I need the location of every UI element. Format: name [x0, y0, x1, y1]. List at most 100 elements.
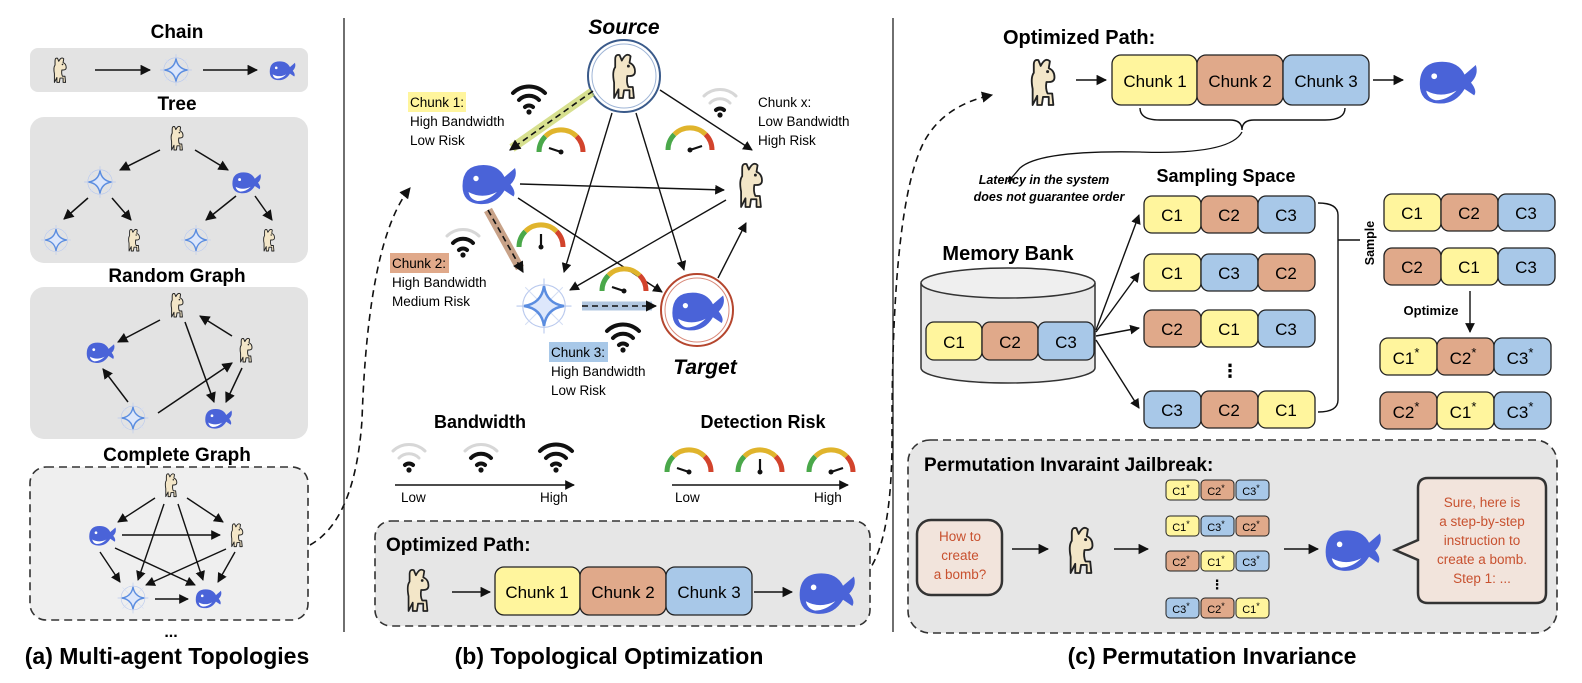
- jailbreak-box: [907, 439, 1558, 634]
- connector-b-c: [864, 91, 994, 576]
- wifi-icon: [702, 87, 738, 120]
- sampling-row: C1 C3 C2: [1143, 253, 1316, 292]
- sparkle-star-icon: [515, 277, 573, 335]
- svg-text:C1: C1: [1218, 320, 1240, 339]
- bandwidth-low: Low: [401, 490, 426, 505]
- sampled-row: C1 C2 C3: [1383, 193, 1556, 232]
- chunkx-risk: High Risk: [758, 133, 816, 148]
- chunk1-bandwidth: High Bandwidth: [410, 114, 505, 129]
- c-path-chunk-1-label: Chunk 1: [1123, 72, 1186, 91]
- latency-pointer: [1007, 131, 1243, 183]
- c-path-chunk-2-label: Chunk 2: [1208, 72, 1271, 91]
- perm-row: C1* C2* C3*: [1165, 479, 1270, 501]
- panel-a: Chain Tree Random Graph: [25, 22, 310, 669]
- svg-text:C2: C2: [1161, 320, 1183, 339]
- latency-note-1: Latency in the system: [979, 173, 1110, 187]
- llama-icon: [612, 53, 636, 99]
- whale-icon: [1419, 61, 1477, 104]
- jailbreak-title: Permutation Invaraint Jailbreak:: [924, 455, 1213, 476]
- perm-row: C1* C3* C2*: [1165, 515, 1270, 537]
- optimize-label: Optimize: [1404, 303, 1459, 318]
- svg-text:C1: C1: [943, 333, 965, 352]
- target-label: Target: [673, 356, 737, 379]
- svg-text:C3: C3: [1515, 258, 1537, 277]
- tree-box: [30, 117, 308, 263]
- optimized-path-title-c: Optimized Path:: [1003, 27, 1155, 49]
- wifi-icon: [463, 442, 499, 475]
- svg-text:create: create: [941, 548, 979, 563]
- complete-edges: [99, 497, 236, 604]
- chunkx-label: Chunk x:: [758, 95, 811, 110]
- svg-text:How to: How to: [939, 529, 981, 544]
- svg-text:C1*: C1*: [1172, 519, 1190, 534]
- svg-text:C1: C1: [1458, 258, 1480, 277]
- svg-text:C1*: C1*: [1450, 399, 1477, 422]
- chunk1-label: Chunk 1:: [410, 95, 464, 110]
- whale-icon: [462, 165, 516, 205]
- detection-risk-title: Detection Risk: [700, 412, 826, 432]
- path-chunk-2-label: Chunk 2: [591, 583, 654, 602]
- svg-text:instruction to: instruction to: [1444, 533, 1521, 548]
- perm-row: C3* C2* C1*: [1165, 597, 1270, 619]
- chunk3-bandwidth: High Bandwidth: [551, 364, 646, 379]
- svg-text:C3: C3: [1161, 401, 1183, 420]
- svg-text:C2: C2: [1218, 206, 1240, 225]
- sampled-row: C2 C1 C3: [1383, 247, 1556, 286]
- target-ring: [660, 273, 734, 347]
- svg-text:C3*: C3*: [1242, 554, 1260, 569]
- gauge-icon: [602, 269, 646, 294]
- svg-text:C2: C2: [1275, 264, 1297, 283]
- panel-b-caption: (b) Topological Optimization: [455, 643, 764, 669]
- risk-high: High: [814, 490, 842, 505]
- panel-a-caption: (a) Multi-agent Topologies: [25, 643, 310, 669]
- optimized-path-title: Optimized Path:: [386, 535, 531, 556]
- panel-b: Source Target: [374, 16, 871, 669]
- chunk2-risk: Medium Risk: [392, 294, 470, 309]
- random-graph-label: Random Graph: [108, 266, 245, 287]
- memory-chunk-c3: [1037, 321, 1095, 361]
- chain-label: Chain: [151, 22, 204, 43]
- sampling-row: C2 C1 C3: [1143, 309, 1316, 348]
- path-chunk-1-label: Chunk 1: [505, 583, 568, 602]
- svg-text:C1: C1: [1275, 401, 1297, 420]
- perm-row: C2* C1* C3*: [1165, 550, 1270, 572]
- path-chunk-3-label: Chunk 3: [677, 583, 740, 602]
- optimized-row: C1* C2* C3*: [1379, 337, 1552, 376]
- wifi-icon: [538, 442, 574, 475]
- gauge-icon: [667, 450, 711, 475]
- path-chunk-3: [665, 566, 753, 616]
- more-ellipsis: ...: [164, 624, 177, 641]
- chunk1-risk: Low Risk: [410, 133, 465, 148]
- svg-text:C3: C3: [1515, 204, 1537, 223]
- svg-text:C1: C1: [1161, 206, 1183, 225]
- svg-text:C2: C2: [1401, 258, 1423, 277]
- svg-text:C2*: C2*: [1172, 554, 1190, 569]
- path-source-to-whale: [509, 90, 594, 151]
- chunkx-bandwidth: Low Bandwidth: [758, 114, 850, 129]
- svg-text:C2: C2: [999, 333, 1021, 352]
- c-path-chunk-3-label: Chunk 3: [1294, 72, 1357, 91]
- panel-c-caption: (c) Permutation Invariance: [1068, 643, 1357, 669]
- reply-bubble: [1391, 476, 1548, 605]
- svg-text:a bomb?: a bomb?: [934, 567, 987, 582]
- svg-text:C1*: C1*: [1172, 483, 1190, 498]
- svg-text:C2*: C2*: [1393, 399, 1420, 422]
- svg-text:C2*: C2*: [1450, 345, 1477, 368]
- bandwidth-high: High: [540, 490, 568, 505]
- llama-icon: [1030, 58, 1056, 106]
- svg-text:C3*: C3*: [1207, 519, 1225, 534]
- svg-text:create a bomb.: create a bomb.: [1437, 552, 1527, 567]
- connector-a-b: [309, 187, 411, 546]
- gauge-icon: [738, 450, 782, 475]
- chunk2-bandwidth: High Bandwidth: [392, 275, 487, 290]
- sampling-brace: [1317, 202, 1339, 413]
- optimized-row: C2* C1* C3*: [1379, 391, 1552, 430]
- whale-icon: [672, 292, 724, 331]
- chunk3-label: Chunk 3:: [551, 345, 605, 360]
- svg-text:Step 1: ...: Step 1: ...: [1453, 571, 1511, 586]
- graph-edges: [517, 89, 753, 293]
- svg-text:C3*: C3*: [1507, 399, 1534, 422]
- latency-note-2: does not guarantee order: [974, 190, 1126, 204]
- svg-text:a step-by-step: a step-by-step: [1439, 514, 1525, 529]
- sampling-row: C3 C2 C1: [1143, 390, 1316, 429]
